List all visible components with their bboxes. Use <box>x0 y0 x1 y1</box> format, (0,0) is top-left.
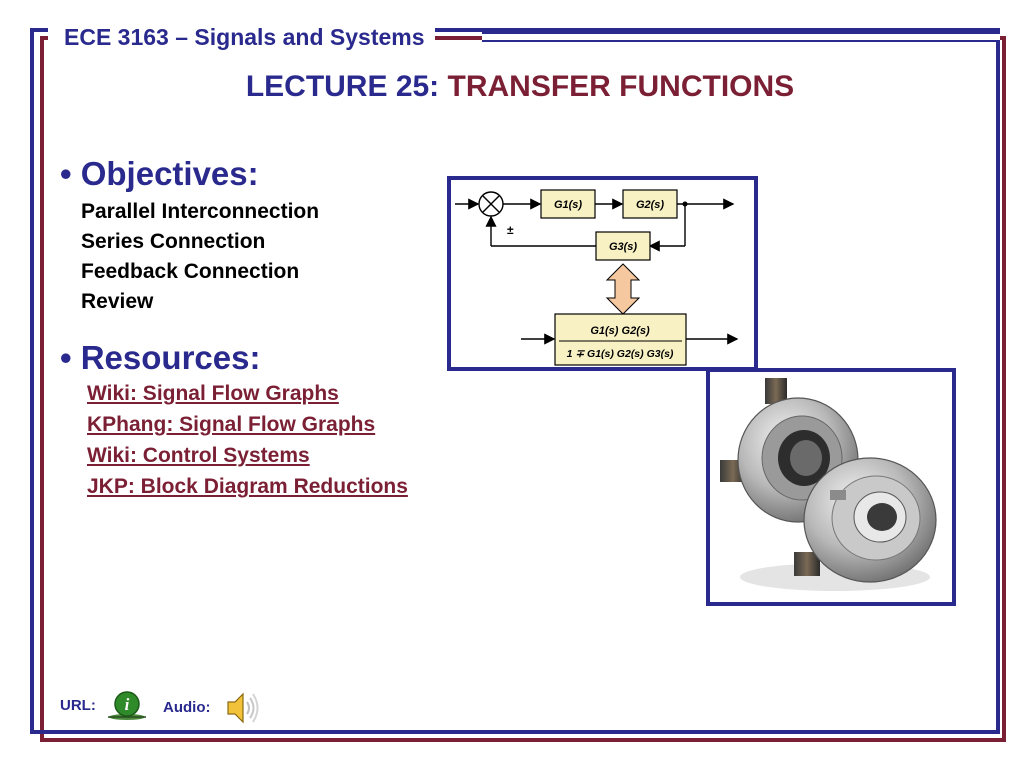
objective-item: Review <box>81 290 154 313</box>
feedback-sign: ± <box>507 223 514 237</box>
lecture-number: LECTURE 25: <box>245 70 440 103</box>
resources-heading: • Resources: <box>60 339 261 376</box>
equivalence-arrow <box>605 263 641 315</box>
encoder-photo-art <box>720 378 937 591</box>
speaker-icon[interactable] <box>226 690 260 731</box>
info-icon[interactable]: i <box>106 690 146 727</box>
svg-text:i: i <box>125 695 130 714</box>
objective-item: Series Connection <box>81 230 266 253</box>
objective-item: Parallel Interconnection <box>81 200 320 223</box>
objectives-heading: • Objectives: <box>60 155 259 192</box>
link-wiki-signal-flow-graphs[interactable]: Wiki: Signal Flow Graphs <box>87 382 339 405</box>
resources-list: Wiki: Signal Flow Graphs KPhang: Signal … <box>87 378 408 502</box>
objectives-list: Parallel Interconnection Series Connecti… <box>81 197 319 317</box>
link-kphang-signal-flow-graphs[interactable]: KPhang: Signal Flow Graphs <box>87 413 376 436</box>
g3-block <box>595 231 651 261</box>
lecture-topic: TRANSFER FUNCTIONS <box>447 70 795 103</box>
g1-block <box>540 189 596 219</box>
summing-junction <box>478 191 504 217</box>
header-strip: ECE 3163 – Signals and Systems <box>48 22 435 52</box>
closed-loop-denominator: 1 ∓ G1(s) G2(s) G3(s) <box>567 348 674 360</box>
url-label: URL: <box>60 697 96 714</box>
audio-label: Audio: <box>163 699 211 716</box>
g3-label: G3(s) <box>609 241 637 253</box>
link-wiki-control-systems[interactable]: Wiki: Control Systems <box>87 444 310 467</box>
block-diagram-svg: G1(s) G2(s) G3(s) ± G1(s) G2(s) 1 ∓ G1(s… <box>455 189 739 366</box>
slide-frame-front <box>30 28 1000 734</box>
g1-label: G1(s) <box>554 199 582 211</box>
course-title: ECE 3163 – Signals and Systems <box>64 23 425 50</box>
lecture-title: LECTURE 25: TRANSFER FUNCTIONS <box>0 70 1024 104</box>
link-jkp-block-diagram-reductions[interactable]: JKP: Block Diagram Reductions <box>87 475 408 498</box>
closed-loop-numerator: G1(s) G2(s) <box>590 325 650 337</box>
header-rule <box>482 32 1000 42</box>
objective-item: Feedback Connection <box>81 260 300 283</box>
g2-label: G2(s) <box>636 199 664 211</box>
encoder-photo <box>706 368 956 606</box>
block-diagram: G1(s) G2(s) G3(s) ± G1(s) G2(s) 1 ∓ G1(s… <box>447 176 758 371</box>
g2-block <box>622 189 678 219</box>
